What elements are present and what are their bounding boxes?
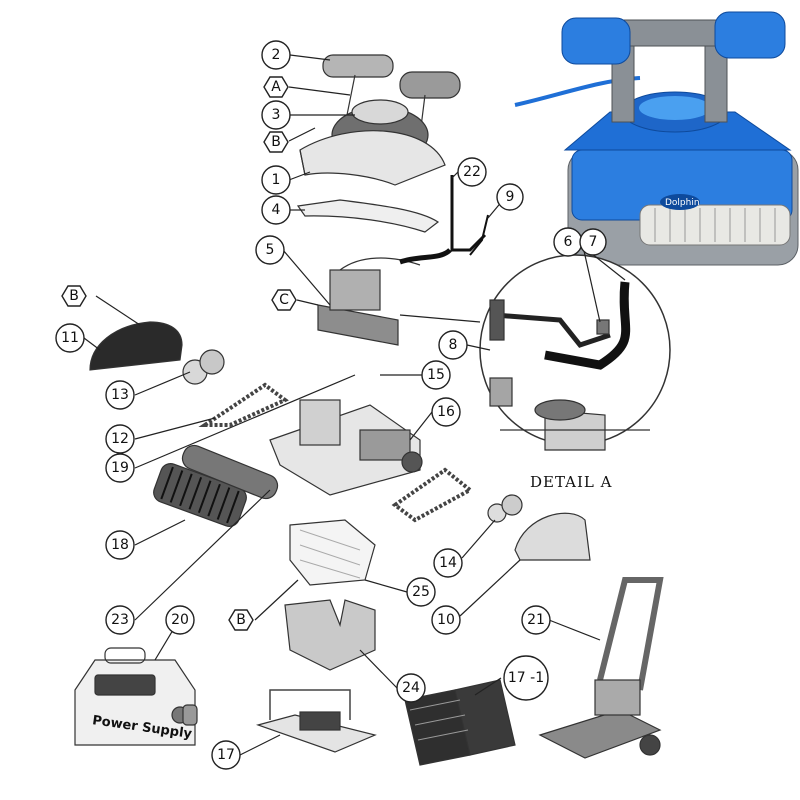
part-4-strip [296, 199, 440, 233]
callout-18: 18 [105, 530, 135, 560]
cable-9 [469, 214, 489, 256]
leader-lines [83, 54, 626, 756]
svg-text:1: 1 [272, 172, 281, 188]
motor-unit [317, 248, 452, 346]
callout-17: 17 [211, 740, 241, 770]
callout-2: 2 [261, 40, 291, 70]
svg-text:2: 2 [272, 47, 281, 63]
svg-text:4: 4 [272, 202, 281, 218]
wheel-13 [182, 349, 225, 385]
svg-text:B: B [69, 288, 79, 304]
callout-13: 13 [105, 380, 135, 410]
callout-5: 5 [255, 235, 285, 265]
svg-text:19: 19 [111, 460, 129, 476]
wheel-14 [487, 494, 523, 523]
svg-text:8: 8 [449, 337, 458, 353]
svg-text:9: 9 [506, 189, 515, 205]
svg-text:3: 3 [272, 107, 281, 123]
callout-17-1: 17 -1 [503, 655, 549, 701]
callout-C: C [271, 289, 297, 311]
filter-25 [289, 519, 376, 586]
callout-3: 3 [261, 100, 291, 130]
callout-1: 1 [261, 165, 291, 195]
svg-text:A: A [271, 79, 281, 95]
callout-4: 4 [261, 195, 291, 225]
callout-24: 24 [396, 673, 426, 703]
svg-text:22: 22 [463, 164, 481, 180]
roller-23 [181, 444, 279, 500]
svg-text:15: 15 [427, 367, 445, 383]
caddy-cart-21 [538, 577, 664, 759]
side-cover-10 [514, 512, 591, 561]
svg-text:7: 7 [589, 234, 598, 250]
filter-base-17 [255, 689, 377, 753]
callout-23: 23 [105, 605, 135, 635]
robot-brand-logo: Dolphin [665, 198, 700, 208]
callout-7: 7 [579, 228, 607, 256]
callout-19: 19 [105, 453, 135, 483]
robot-photo: Dolphin [514, 11, 799, 266]
svg-text:25: 25 [412, 584, 430, 600]
callout-6: 6 [553, 227, 583, 257]
svg-text:21: 21 [527, 612, 545, 628]
detail-a-view [399, 254, 671, 451]
callout-15: 15 [421, 360, 451, 390]
callout-25: 25 [406, 577, 436, 607]
callout-22: 22 [457, 157, 487, 187]
callout-8: 8 [438, 330, 468, 360]
svg-text:6: 6 [564, 234, 573, 250]
svg-text:B: B [236, 612, 246, 628]
svg-text:24: 24 [402, 680, 420, 696]
svg-text:17: 17 [217, 747, 235, 763]
callout-20: 20 [165, 605, 195, 635]
svg-text:11: 11 [61, 330, 79, 346]
callout-B-left: B [61, 285, 87, 307]
cable-22 [450, 175, 487, 252]
svg-text:16: 16 [437, 404, 455, 420]
callout-16: 16 [431, 397, 461, 427]
side-cover-11 [89, 321, 183, 371]
svg-text:B: B [271, 134, 281, 150]
callout-B-bottom: B [228, 609, 254, 631]
detail-a-label: DETAIL A [530, 473, 612, 491]
svg-text:23: 23 [111, 612, 129, 628]
callout-9: 9 [496, 183, 524, 211]
callout-11: 11 [55, 323, 85, 353]
svg-text:14: 14 [439, 555, 457, 571]
svg-text:20: 20 [171, 612, 189, 628]
track-belt-right [391, 467, 474, 523]
callout-12: 12 [105, 424, 135, 454]
chassis-15-16 [269, 399, 423, 496]
track-belt-12 [198, 382, 289, 427]
svg-text:17 -1: 17 -1 [508, 670, 544, 686]
filter-panels-17-1 [404, 679, 516, 766]
svg-text:10: 10 [437, 612, 455, 628]
callout-14: 14 [433, 548, 463, 578]
handle-and-cover-assembly [299, 54, 461, 186]
callout-B-top: B [263, 131, 289, 153]
svg-text:13: 13 [111, 387, 129, 403]
svg-text:5: 5 [266, 242, 275, 258]
power-supply-20: Power Supply [74, 647, 198, 746]
callout-10: 10 [431, 605, 461, 635]
callout-21: 21 [521, 605, 551, 635]
svg-text:C: C [279, 292, 289, 308]
filter-bag-24 [284, 599, 376, 671]
callout-A: A [263, 76, 289, 98]
svg-text:12: 12 [111, 431, 129, 447]
svg-text:18: 18 [111, 537, 129, 553]
